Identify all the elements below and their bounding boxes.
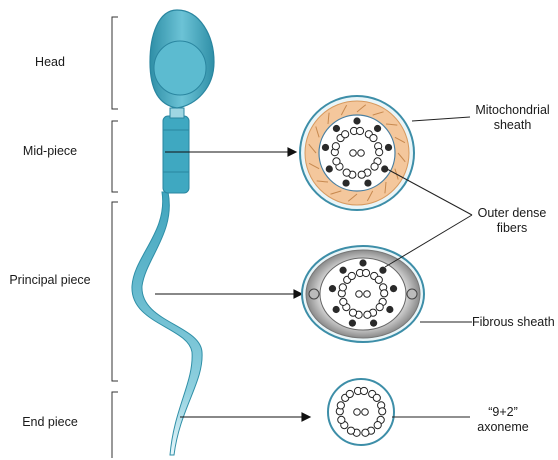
bracket-midpiece (112, 121, 118, 192)
doublet-microtubule (374, 421, 381, 428)
doublet-microtubule (362, 429, 369, 436)
central-microtubule (356, 291, 363, 298)
doublet-microtubule (332, 143, 339, 150)
callout-mitochondrial-sheath: Mitochondrial sheath (470, 103, 555, 133)
bracket-principal (112, 202, 118, 381)
outer-dense-fiber (370, 320, 377, 327)
sperm-midpiece (163, 116, 189, 193)
outer-dense-fiber (333, 306, 340, 313)
doublet-microtubule (340, 298, 347, 305)
outer-dense-fiber (385, 144, 392, 151)
callout-axoneme: “9+2” axoneme (472, 405, 534, 435)
inner-compartment (320, 258, 406, 330)
doublet-microtubule (376, 303, 383, 310)
outer-dense-fiber (339, 267, 346, 274)
doublet-microtubule (381, 290, 388, 297)
outer-dense-fiber (353, 117, 360, 124)
doublet-microtubule (379, 408, 386, 415)
doublet-microtubule (375, 276, 382, 283)
central-microtubule (362, 409, 369, 416)
principal-piece-cross-section (302, 246, 424, 342)
doublet-microtubule (333, 158, 340, 165)
doublet-microtubule (337, 402, 344, 409)
longitudinal-column (309, 289, 319, 299)
doublet-microtubule (343, 169, 350, 176)
doublet-microtubule (342, 131, 349, 138)
sperm-nucleus (154, 41, 206, 95)
sperm-tail (132, 192, 202, 455)
outer-dense-fiber (390, 285, 397, 292)
doublet-microtubule (370, 134, 377, 141)
central-microtubule (354, 409, 361, 416)
outer-dense-fiber (322, 144, 329, 151)
doublet-microtubule (348, 272, 355, 279)
callout-axo-line2: axoneme (472, 420, 534, 435)
inner-compartment (319, 115, 395, 191)
segment-brackets (112, 17, 118, 458)
segment-label-end: End piece (0, 415, 100, 430)
midpiece-cross-section (300, 96, 414, 210)
bracket-end (112, 392, 118, 458)
central-microtubule (358, 150, 365, 157)
doublet-microtubule (376, 149, 383, 156)
callout-outer-dense-fibers: Outer dense fibers (472, 206, 552, 236)
callout-odf-line2: fibers (472, 221, 552, 236)
doublet-microtubule (338, 416, 345, 423)
segment-label-head: Head (0, 55, 100, 70)
doublet-microtubule (362, 269, 369, 276)
doublet-microtubule (347, 427, 354, 434)
outer-dense-fiber (374, 125, 381, 132)
outer-dense-fiber (359, 259, 366, 266)
sperm-neck (170, 108, 184, 118)
doublet-microtubule (356, 127, 363, 134)
outer-dense-fiber (386, 306, 393, 313)
outer-dense-fiber (342, 179, 349, 186)
outer-dense-fiber (329, 285, 336, 292)
callout-mito-line1: Mitochondrial (470, 103, 555, 118)
end-piece-cross-section (328, 379, 394, 445)
callout-axo-line1: “9+2” (472, 405, 534, 420)
doublet-microtubule (373, 394, 380, 401)
outer-dense-fiber (349, 320, 356, 327)
outer-dense-fiber (364, 179, 371, 186)
doublet-microtubule (371, 163, 378, 170)
outer-dense-fiber (333, 125, 340, 132)
callout-mito-line2: sheath (470, 118, 555, 133)
doublet-microtubule (358, 171, 365, 178)
outer-dense-fiber (326, 165, 333, 172)
doublet-microtubule (339, 284, 346, 291)
doublet-microtubule (360, 387, 367, 394)
central-microtubule (364, 291, 371, 298)
doublet-microtubule (349, 309, 356, 316)
central-microtubule (350, 150, 357, 157)
segment-label-midpiece: Mid-piece (0, 144, 100, 159)
doublet-microtubule (346, 390, 353, 397)
callout-odf-line1: Outer dense (472, 206, 552, 221)
outer-dense-fiber (379, 267, 386, 274)
callout-fibrous-sheath: Fibrous sheath (472, 315, 555, 330)
segment-label-principal: Principal piece (0, 273, 100, 288)
longitudinal-column (407, 289, 417, 299)
bracket-head (112, 17, 118, 109)
doublet-microtubule (364, 311, 371, 318)
